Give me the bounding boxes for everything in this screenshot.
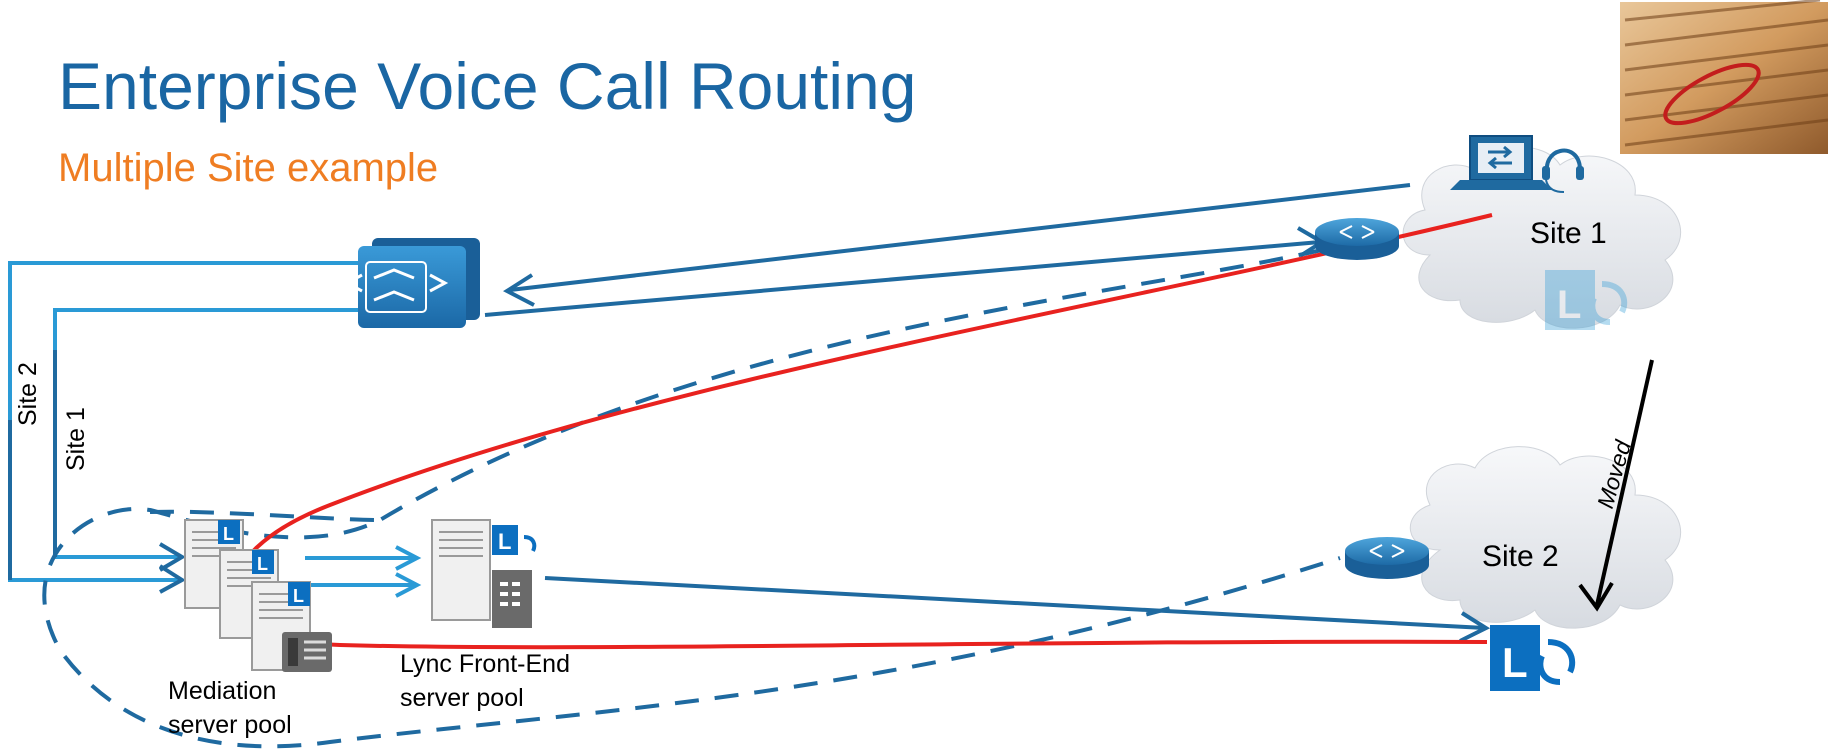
frontend-pool-label-line2: server pool xyxy=(400,684,524,712)
site1-link-label: Site 1 xyxy=(62,407,90,471)
dictionary-photo xyxy=(1620,0,1828,154)
site1-cloud-label: Site 1 xyxy=(1530,217,1607,250)
call-manager-icon xyxy=(343,238,480,328)
svg-text:L: L xyxy=(498,529,511,554)
svg-text:L: L xyxy=(223,524,234,544)
laptop-icon xyxy=(1450,135,1552,190)
moved-arrow xyxy=(1578,359,1654,612)
router-icon xyxy=(1345,537,1429,579)
server-icon: L xyxy=(431,519,537,621)
dashed-media-path xyxy=(42,248,1341,749)
site2-cloud-icon xyxy=(1409,446,1682,629)
svg-text:L: L xyxy=(293,586,304,606)
mediation-pool-label-line2: server pool xyxy=(168,711,292,739)
mediation-pool-label-line1: Mediation xyxy=(168,677,277,705)
pool-arrows xyxy=(305,545,422,598)
lync-icon: L xyxy=(1545,270,1628,330)
lync-icon: L xyxy=(1490,625,1576,691)
pbx-icon xyxy=(492,570,532,628)
site2-cloud-label: Site 2 xyxy=(1482,540,1559,573)
slide-subtitle: Multiple Site example xyxy=(58,146,439,190)
site2-link-label: Site 2 xyxy=(14,362,42,426)
svg-text:L: L xyxy=(1557,283,1581,327)
slide-title: Enterprise Voice Call Routing xyxy=(58,49,917,123)
headset-icon xyxy=(1542,148,1584,193)
router-icon xyxy=(1315,218,1399,260)
frontend-pool-label-line1: Lync Front-End xyxy=(400,650,570,678)
signaling-lines xyxy=(484,183,1491,643)
site1-cloud-icon xyxy=(1402,146,1682,329)
ip-phone-icon xyxy=(282,632,332,672)
site-link-lines xyxy=(8,261,360,594)
svg-text:L: L xyxy=(1502,639,1528,686)
dashed-media-path-upper xyxy=(149,509,381,522)
svg-text:L: L xyxy=(257,554,268,574)
